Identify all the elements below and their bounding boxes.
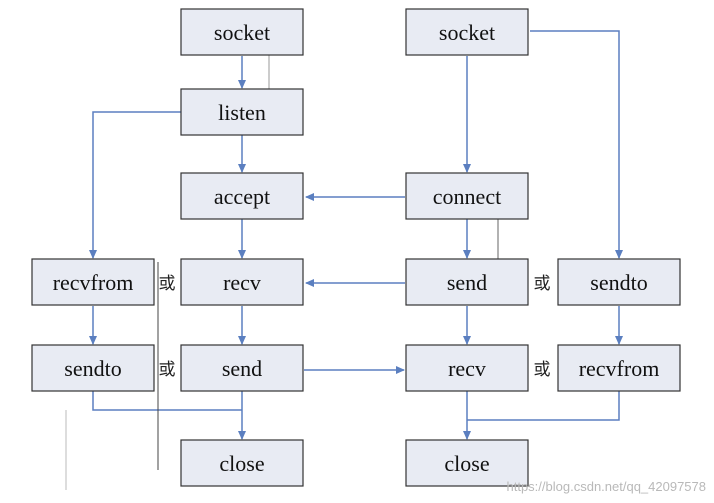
box-client-recv-label: recv (448, 356, 486, 381)
box-client-sendto-label: sendto (590, 270, 647, 295)
connector-listen-to-recvfrom (89, 111, 181, 259)
box-client-send: send (405, 258, 529, 306)
box-server-send: send (180, 344, 304, 392)
box-server-recvfrom-label: recvfrom (53, 270, 134, 295)
or-label-server-send: 或 (159, 360, 176, 380)
box-client-connect: connect (405, 172, 529, 220)
box-client-connect-label: connect (433, 184, 501, 209)
box-server-recv: recv (180, 258, 304, 306)
box-server-listen-label: listen (218, 100, 266, 125)
box-server-accept-label: accept (214, 184, 270, 209)
connector-client-socket-to-sendto (530, 30, 623, 259)
box-client-close-label: close (444, 451, 489, 476)
box-client-recvfrom-label: recvfrom (579, 356, 660, 381)
box-client-socket: socket (405, 8, 529, 56)
box-server-listen: listen (180, 88, 304, 136)
box-client-socket-label: socket (439, 20, 495, 45)
connector-sendto-to-close (92, 391, 242, 411)
connector-recvfrom-to-close (467, 391, 620, 421)
box-server-socket: socket (180, 8, 304, 56)
connectors (89, 30, 623, 440)
box-client-recv: recv (405, 344, 529, 392)
box-client-close: close (405, 439, 529, 487)
watermark-text: https://blog.csdn.net/qq_42097578 (507, 479, 707, 494)
or-label-client-recv: 或 (534, 360, 551, 380)
box-client-sendto: sendto (557, 258, 681, 306)
box-server-close: close (180, 439, 304, 487)
box-client-send-label: send (447, 270, 487, 295)
box-server-socket-label: socket (214, 20, 270, 45)
box-server-sendto-label: sendto (64, 356, 121, 381)
box-client-recvfrom: recvfrom (557, 344, 681, 392)
box-server-send-label: send (222, 356, 262, 381)
box-server-sendto: sendto (31, 344, 155, 392)
box-server-accept: accept (180, 172, 304, 220)
box-server-recvfrom: recvfrom (31, 258, 155, 306)
box-server-close-label: close (219, 451, 264, 476)
or-label-client-send: 或 (534, 274, 551, 294)
or-label-server-recv: 或 (159, 274, 176, 294)
box-server-recv-label: recv (223, 270, 261, 295)
